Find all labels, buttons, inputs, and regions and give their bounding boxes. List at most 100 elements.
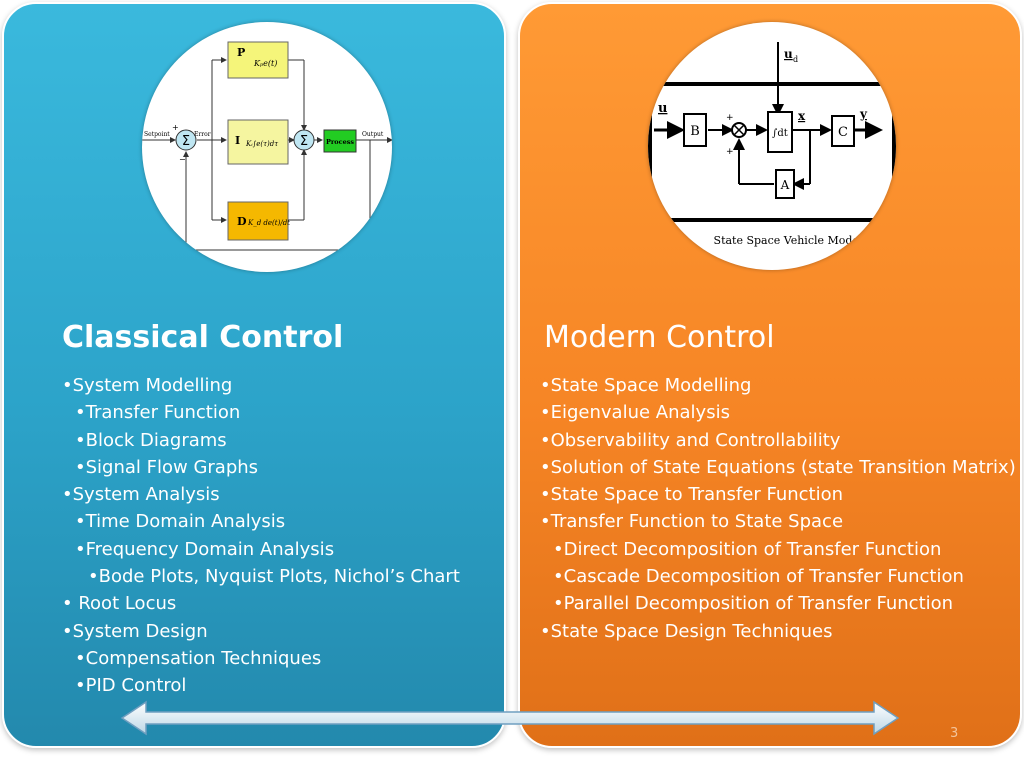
integrator-label: ∫dt bbox=[772, 128, 788, 139]
list-item-text: State Space Modelling bbox=[550, 375, 752, 396]
bullet-icon: • bbox=[75, 511, 86, 533]
error-label: Error bbox=[194, 131, 211, 138]
double-arrow-icon bbox=[120, 700, 900, 736]
list-item: •Direct Decomposition of Transfer Functi… bbox=[540, 536, 1018, 563]
list-item: •Compensation Techniques bbox=[62, 645, 502, 672]
list-item-text: PID Control bbox=[85, 675, 187, 697]
modern-control-panel: B ∫dt C A u u d x y + + State Space Vehi… bbox=[518, 2, 1022, 748]
list-item-text: State Space Design Techniques bbox=[550, 620, 833, 642]
bullet-icon: • bbox=[75, 647, 86, 669]
list-item-text: Observability and Controllability bbox=[550, 429, 841, 451]
list-item: •Bode Plots, Nyquist Plots, Nichol’s Cha… bbox=[62, 563, 502, 590]
list-item: •Transfer Function to State Space bbox=[540, 508, 1018, 535]
bullet-icon: • bbox=[553, 593, 564, 615]
summing-junction-1 bbox=[175, 129, 197, 151]
pid-diagram-image: Σ Σ P Kₚe(t) I Kᵢ∫e(τ)dτ D K_d de(t)/dt … bbox=[142, 22, 392, 272]
list-item-text: Time Domain Analysis bbox=[85, 511, 286, 533]
classical-topic-list: •System Modelling•Transfer Function•Bloc… bbox=[62, 372, 502, 700]
y-label: y bbox=[859, 107, 868, 121]
list-item-text: Frequency Domain Analysis bbox=[85, 538, 335, 560]
diagram-caption: State Space Vehicle Model bbox=[714, 234, 863, 247]
output-label: Output bbox=[362, 131, 384, 138]
list-item-text: Transfer Function to State Space bbox=[550, 511, 844, 533]
list-item: •System Modelling bbox=[62, 372, 502, 399]
list-item-text: Cascade Decomposition of Transfer Functi… bbox=[563, 566, 964, 588]
list-item: •State Space Modelling bbox=[540, 372, 1018, 399]
classical-control-title: Classical Control bbox=[62, 320, 344, 355]
list-item-text: Signal Flow Graphs bbox=[85, 456, 259, 478]
list-item-text: Transfer Function bbox=[85, 402, 241, 424]
list-item: •Parallel Decomposition of Transfer Func… bbox=[540, 590, 1018, 617]
a-label: A bbox=[780, 178, 790, 192]
list-item: •State Space to Transfer Function bbox=[540, 481, 1018, 508]
list-item-text: System Analysis bbox=[72, 484, 220, 506]
list-item-text: Block Diagrams bbox=[85, 429, 227, 451]
page-number: 3 bbox=[950, 726, 959, 741]
modern-topic-list: •State Space Modelling•Eigenvalue Analys… bbox=[540, 372, 1018, 645]
plus-sign: + bbox=[726, 113, 734, 123]
list-item-text: System Modelling bbox=[72, 375, 233, 396]
bullet-icon: • bbox=[540, 429, 551, 451]
list-item-text: Bode Plots, Nyquist Plots, Nichol’s Char… bbox=[98, 566, 460, 588]
i-expression: Kᵢ∫e(τ)dτ bbox=[245, 140, 278, 148]
bullet-icon: • bbox=[75, 456, 86, 478]
d-label: D bbox=[237, 215, 247, 228]
list-item: •System Analysis bbox=[62, 481, 502, 508]
integrator-block bbox=[767, 111, 793, 153]
bullet-icon: • bbox=[540, 484, 551, 506]
classical-control-panel: Σ Σ P Kₚe(t) I Kᵢ∫e(τ)dτ D K_d de(t)/dt … bbox=[2, 2, 506, 748]
bullet-icon: • bbox=[62, 375, 73, 396]
p-block bbox=[227, 41, 289, 79]
sum-symbol: Σ bbox=[300, 134, 308, 149]
bullet-icon: • bbox=[553, 566, 564, 588]
bullet-icon: • bbox=[62, 620, 73, 642]
bullet-icon: • bbox=[88, 566, 99, 588]
p-label: P bbox=[237, 46, 245, 59]
list-item: •Eigenvalue Analysis bbox=[540, 399, 1018, 426]
list-item: •System Design bbox=[62, 618, 502, 645]
process-block bbox=[323, 129, 357, 153]
x-label: x bbox=[798, 109, 806, 123]
list-item: •Block Diagrams bbox=[62, 427, 502, 454]
list-item: •PID Control bbox=[62, 672, 502, 699]
list-item: •Cascade Decomposition of Transfer Funct… bbox=[540, 563, 1018, 590]
list-item: •Solution of State Equations (state Tran… bbox=[540, 454, 1018, 481]
i-label: I bbox=[235, 134, 240, 147]
list-item-text: Eigenvalue Analysis bbox=[550, 402, 730, 424]
modern-control-title: Modern Control bbox=[544, 320, 775, 355]
d-block bbox=[227, 201, 289, 241]
list-item: •Transfer Function bbox=[62, 399, 502, 426]
list-item: •State Space Design Techniques bbox=[540, 618, 1018, 645]
list-item: •Observability and Controllability bbox=[540, 427, 1018, 454]
bullet-icon: • bbox=[540, 375, 551, 396]
b-block bbox=[683, 113, 707, 147]
bullet-icon: • bbox=[75, 429, 86, 451]
list-item: •Frequency Domain Analysis bbox=[62, 536, 502, 563]
list-item-text: Solution of State Equations (state Trans… bbox=[550, 456, 1016, 478]
list-item-text: System Design bbox=[72, 620, 208, 642]
bullet-icon: • bbox=[540, 620, 551, 642]
process-label: Process bbox=[326, 138, 354, 146]
state-space-block-diagram: B ∫dt C A u u d x y + + State Space Vehi… bbox=[648, 42, 896, 247]
plus-sign: + bbox=[726, 147, 734, 157]
list-item-text: Compensation Techniques bbox=[85, 647, 322, 669]
list-item-text: State Space to Transfer Function bbox=[550, 484, 844, 506]
connection-arrow bbox=[120, 700, 900, 740]
bullet-icon: • bbox=[62, 484, 73, 506]
bullet-icon: • bbox=[540, 456, 551, 478]
list-item: •Signal Flow Graphs bbox=[62, 454, 502, 481]
list-item-text: Direct Decomposition of Transfer Functio… bbox=[563, 538, 942, 560]
minus-sign: − bbox=[179, 155, 186, 164]
bullet-icon: • bbox=[75, 402, 86, 424]
pid-block-diagram: Σ Σ P Kₚe(t) I Kᵢ∫e(τ)dτ D K_d de(t)/dt … bbox=[142, 41, 392, 251]
sum-symbol: Σ bbox=[182, 134, 190, 149]
bullet-icon: • bbox=[553, 538, 564, 560]
bullet-icon: • bbox=[75, 538, 86, 560]
bullet-icon: • bbox=[75, 675, 86, 697]
b-label: B bbox=[690, 124, 700, 139]
p-expression: Kₚe(t) bbox=[253, 59, 277, 68]
bullet-icon: • bbox=[540, 511, 551, 533]
a-block bbox=[775, 169, 795, 199]
list-item: • Root Locus bbox=[62, 590, 502, 617]
bullet-icon: • bbox=[540, 402, 551, 424]
